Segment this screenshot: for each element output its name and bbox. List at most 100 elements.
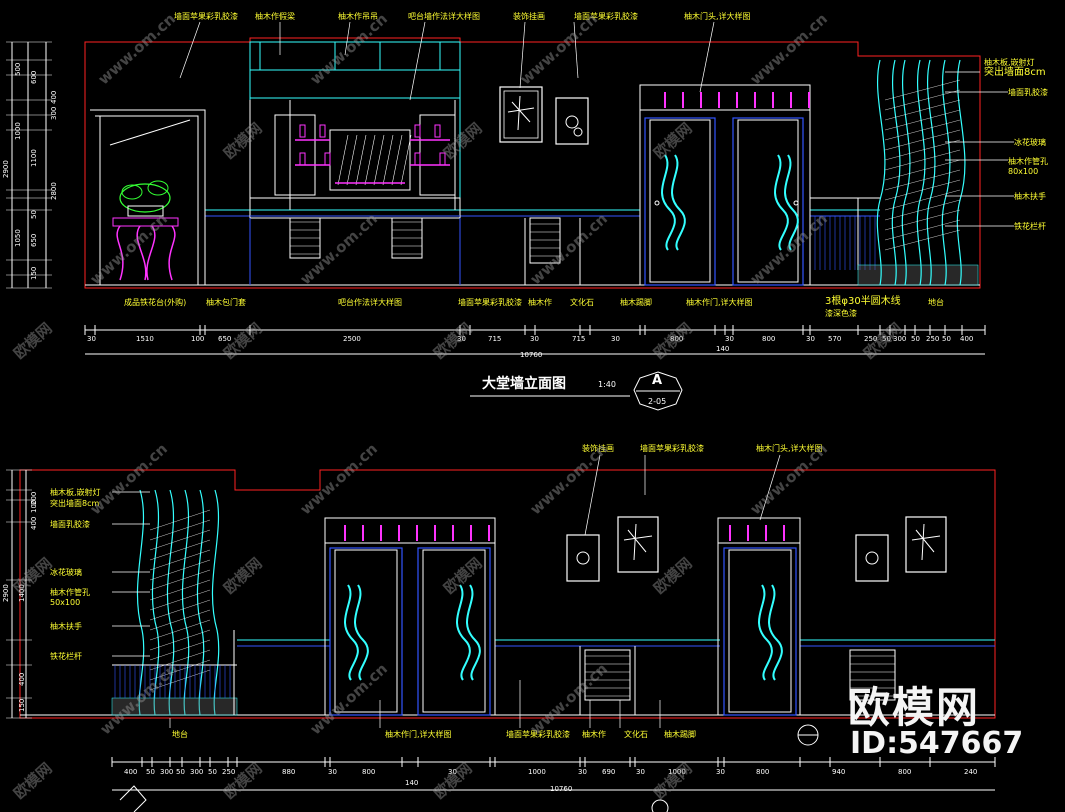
door-inlay bbox=[774, 154, 789, 251]
dim-b-18: 800 bbox=[756, 768, 770, 776]
label-a-bottom-0: 成品铁花台(外购) bbox=[124, 298, 187, 307]
bottle bbox=[439, 152, 446, 166]
glass-hatch bbox=[884, 129, 961, 151]
flower-stand-legs bbox=[136, 225, 156, 281]
vdim-a-11: 150 bbox=[30, 266, 38, 280]
leader-line bbox=[759, 454, 781, 521]
glass-hatch bbox=[884, 89, 961, 111]
door-leaf-inner bbox=[334, 549, 398, 713]
platform bbox=[111, 697, 238, 716]
dim-a-13: 30 bbox=[806, 335, 815, 343]
door-inlay bbox=[768, 584, 783, 681]
vdim-a-4: 1000 bbox=[14, 122, 22, 140]
elevation-a-title: 大堂墙立面图 bbox=[482, 376, 566, 392]
dim-a-6: 715 bbox=[488, 335, 502, 343]
dim-b-6: 250 bbox=[222, 768, 236, 776]
glass-hatch bbox=[884, 179, 961, 201]
dim-b-10: 30 bbox=[448, 768, 457, 776]
vdim-b-3: 2900 bbox=[2, 584, 10, 602]
dim-a-7: 30 bbox=[530, 335, 539, 343]
flower-stand-top bbox=[112, 217, 179, 227]
potted-plant bbox=[119, 183, 171, 213]
dim-a-2: 100 bbox=[191, 335, 205, 343]
dim-a-17: 300 bbox=[893, 335, 907, 343]
dim-a-21: 400 bbox=[960, 335, 974, 343]
label-a-top-3: 吧台墙作法详大样图 bbox=[408, 12, 480, 21]
dim-b-16: 1000 bbox=[668, 768, 686, 776]
label-a-bottom-3: 墙面苹果彩乳胶漆 bbox=[458, 298, 522, 307]
curved-glass-column bbox=[956, 59, 966, 286]
curved-glass-column bbox=[181, 489, 190, 716]
door-leaf-inner bbox=[422, 549, 486, 713]
painting-art bbox=[911, 523, 941, 561]
glass-hatch bbox=[149, 519, 211, 541]
vdim-a-7: 2800 bbox=[50, 182, 58, 200]
dim-a-1: 1510 bbox=[136, 335, 154, 343]
label-b-top-1: 墙面苹果彩乳胶漆 bbox=[640, 444, 704, 453]
label-a-bottom-1: 柚木包门套 bbox=[206, 298, 246, 307]
elevation-b-outline bbox=[19, 469, 996, 719]
dim-b-mid: 140 bbox=[405, 779, 419, 787]
label-b-bottom-0: 地台 bbox=[172, 730, 188, 739]
label-a-right-3: 冰花玻璃 bbox=[1014, 138, 1046, 147]
door-header bbox=[324, 517, 496, 544]
label-a-right-5: 80x100 bbox=[1008, 167, 1039, 176]
door-inlay bbox=[466, 584, 481, 681]
glass-hatch bbox=[149, 509, 211, 531]
brand-logo: 欧模网 bbox=[848, 683, 981, 732]
label-b-bottom-3: 柚木作 bbox=[582, 730, 606, 739]
door-inlay bbox=[456, 584, 471, 681]
mirror-hatch bbox=[346, 134, 358, 186]
dim-a-11: 30 bbox=[725, 335, 734, 343]
vdim-b-6: 150 bbox=[18, 698, 26, 712]
label-b-left-0: 柚木板,嵌射灯 bbox=[50, 488, 101, 497]
bottle bbox=[299, 152, 306, 166]
painting-frame bbox=[617, 516, 659, 573]
label-a-bottom-4: 柚木作 bbox=[528, 298, 552, 307]
glass-hatch bbox=[149, 609, 211, 631]
leader-line bbox=[344, 21, 351, 56]
culture-stone bbox=[529, 217, 561, 264]
flower-stand-legs bbox=[116, 225, 176, 281]
curved-glass-column bbox=[926, 59, 936, 286]
elevation-a-scale: 1:40 bbox=[598, 380, 616, 389]
dim-b-21: 240 bbox=[964, 768, 978, 776]
dim-b-13: 30 bbox=[578, 768, 587, 776]
label-b-bottom-4: 文化石 bbox=[624, 730, 648, 739]
vdim-b-5: 400 bbox=[18, 672, 26, 686]
elevation-a-marker-sheet: 2-05 bbox=[648, 397, 667, 406]
painting-frame bbox=[905, 516, 947, 573]
glass-hatch bbox=[149, 619, 211, 641]
bar-shelf bbox=[274, 114, 316, 196]
left-frame bbox=[95, 115, 199, 285]
glass-hatch bbox=[149, 539, 211, 561]
label-a-bottom-5: 文化石 bbox=[570, 298, 594, 307]
platform bbox=[857, 264, 979, 286]
label-b-top-2: 柚木门头,详大样图 bbox=[756, 444, 823, 453]
door-leaf bbox=[644, 117, 716, 286]
section-marker-b-bottom bbox=[651, 799, 669, 812]
elevation-a-marker-letter: A bbox=[652, 373, 663, 388]
leader-line bbox=[699, 21, 715, 93]
door-inlay bbox=[344, 584, 359, 681]
dim-b-4: 300 bbox=[190, 768, 204, 776]
dim-a-10: 800 bbox=[670, 335, 684, 343]
label-a-bottom-6: 柚木踢脚 bbox=[620, 298, 652, 307]
glass-hatch bbox=[884, 219, 961, 241]
brand-id: ID:547667 bbox=[850, 726, 1024, 761]
dim-b-8: 30 bbox=[328, 768, 337, 776]
elevation-a-outline bbox=[84, 37, 981, 289]
label-a-right-7: 铁花栏杆 bbox=[1014, 222, 1046, 231]
vdim-b-2: 400 bbox=[30, 516, 38, 530]
glass-hatch bbox=[884, 199, 961, 221]
glass-hatch bbox=[884, 159, 961, 181]
mirror-hatch bbox=[373, 134, 385, 186]
leader-line bbox=[573, 21, 579, 79]
mirror-hatch bbox=[355, 134, 367, 186]
section-marker bbox=[633, 371, 683, 411]
glass-hatch bbox=[884, 189, 961, 211]
label-b-left-5: 50x100 bbox=[50, 598, 81, 607]
mirror-hatch bbox=[364, 134, 376, 186]
